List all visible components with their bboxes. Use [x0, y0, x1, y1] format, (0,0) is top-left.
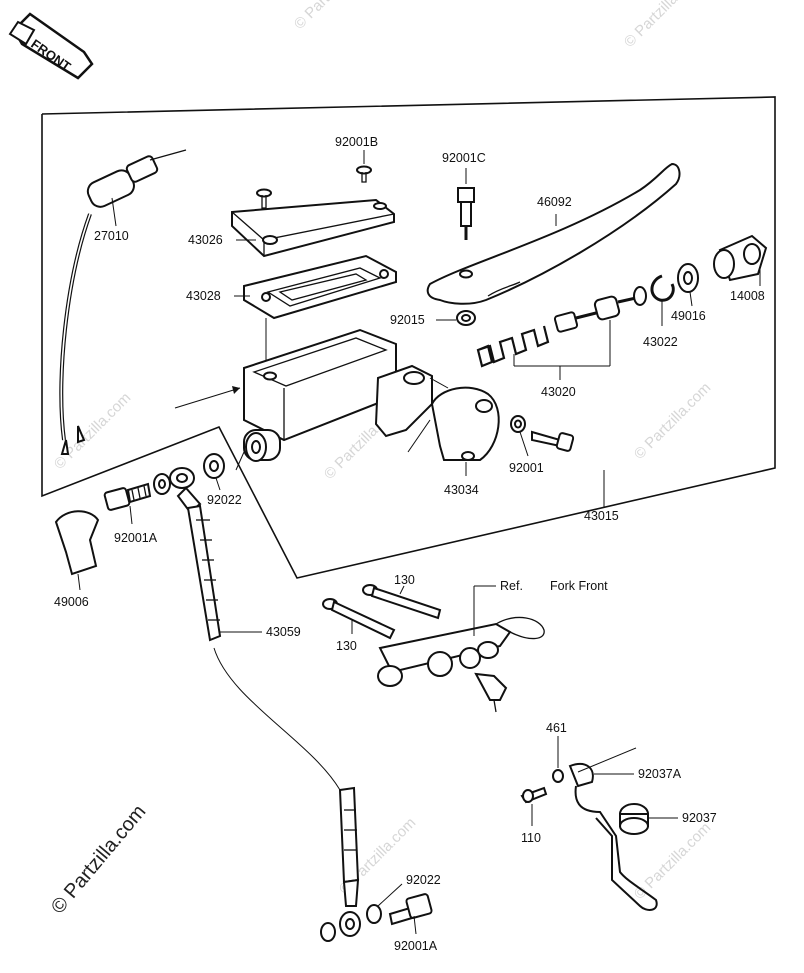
- label-92001C: 92001C: [442, 151, 486, 165]
- part-banjo-bolt-92001A-bottom: 92001A: [388, 893, 438, 953]
- label-92037: 92037: [682, 811, 717, 825]
- part-brake-switch-bracket: 461 92037A 110 92037: [520, 721, 717, 911]
- part-screw-92001B: 92001B: [256, 135, 378, 209]
- label-43015: 43015: [584, 509, 619, 523]
- part-banjo-bolt-92001A-top: 92001A: [103, 473, 171, 545]
- part-washer-92022-top: 92022: [203, 453, 242, 507]
- label-92037A: 92037A: [638, 767, 682, 781]
- part-washer-49016: 49016: [671, 263, 706, 323]
- label-43028: 43028: [186, 289, 221, 303]
- part-washer-92022-bottom: 92022: [320, 873, 441, 942]
- part-switch-27010: 27010: [59, 149, 187, 455]
- label-92022-bottom: 92022: [406, 873, 441, 887]
- part-nut-92015: 92015: [390, 310, 476, 327]
- part-lever-46092: 46092: [426, 162, 681, 305]
- part-diaphragm-43028: 43028: [186, 254, 397, 320]
- part-bolt-130-lower: 130: [322, 598, 396, 653]
- part-clamp-43034: 43034: [430, 386, 500, 497]
- part-bolt-92001: 92001: [509, 415, 575, 475]
- part-master-cylinder-43015: [243, 328, 449, 462]
- label-14008: 14008: [730, 289, 765, 303]
- part-hose-43059: 43059: [169, 467, 361, 937]
- label-43034: 43034: [444, 483, 479, 497]
- label-49006: 49006: [54, 595, 89, 609]
- label-46092: 46092: [537, 195, 572, 209]
- label-92001B: 92001B: [335, 135, 378, 149]
- watermarks: © Partzilla.com © Partzilla.com © Partzi…: [47, 0, 714, 918]
- watermark-side: © Partzilla.com: [47, 801, 150, 918]
- part-boot-14008: 14008: [713, 234, 768, 303]
- label-49016: 49016: [671, 309, 706, 323]
- label-fork-front: Fork Front: [550, 579, 608, 593]
- label-43026: 43026: [188, 233, 223, 247]
- label-130-lower: 130: [336, 639, 357, 653]
- label-92022-top: 92022: [207, 493, 242, 507]
- watermark-5: © Partzilla.com: [631, 379, 714, 462]
- watermark-1: © Partzilla.com: [291, 0, 374, 33]
- assembly-outline: [41, 96, 776, 579]
- label-27010: 27010: [94, 229, 129, 243]
- label-43020: 43020: [541, 385, 576, 399]
- label-43059: 43059: [266, 625, 301, 639]
- watermark-2: © Partzilla.com: [621, 0, 704, 51]
- label-110: 110: [521, 831, 541, 845]
- label-92015: 92015: [390, 313, 425, 327]
- label-ref: Ref.: [500, 579, 523, 593]
- label-92001A-top: 92001A: [114, 531, 158, 545]
- front-arrow-icon: FRONT: [8, 12, 94, 80]
- label-43022: 43022: [643, 335, 678, 349]
- label-461: 461: [546, 721, 567, 735]
- part-piston-43020: 43020: [476, 286, 647, 399]
- label-130-upper: 130: [394, 573, 415, 587]
- part-bolt-92001C: 92001C: [442, 151, 486, 240]
- part-cap-43026: 43026: [188, 198, 395, 258]
- label-92001A-bottom: 92001A: [394, 939, 438, 953]
- part-fork-clamp-ref: Ref. Fork Front: [377, 579, 608, 713]
- part-bolt-130-upper: 130: [362, 573, 442, 620]
- part-circlip-43022: 43022: [643, 274, 678, 349]
- label-92001: 92001: [509, 461, 544, 475]
- part-cap-49006: 49006: [54, 510, 100, 609]
